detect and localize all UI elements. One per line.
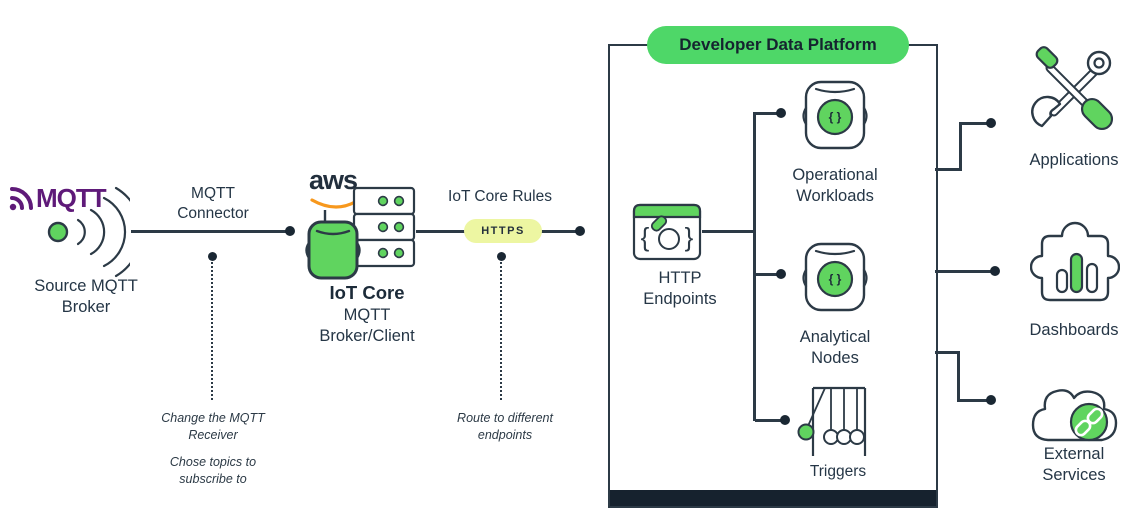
dashboards-connector-dot [990, 266, 1000, 276]
iot-core-title: IoT Core [329, 282, 405, 303]
mqtt-logo: MQTT [8, 183, 107, 214]
branch-operational-dot [776, 108, 786, 118]
platform-footer-bar [610, 490, 936, 506]
analytical-nodes-label: Analytical Nodes [799, 328, 871, 368]
platform-box [608, 44, 938, 508]
operational-workloads-icon: { } [802, 80, 868, 150]
applications-connector-dot [986, 118, 996, 128]
external-services-label: External Services [1042, 445, 1106, 485]
external-connector-dot [986, 395, 996, 405]
dashboards-icon [1030, 221, 1120, 302]
applications-connector-seg3 [959, 122, 990, 125]
branch-operational-line [755, 112, 781, 115]
platform-trunk-line [753, 112, 756, 421]
http-endpoints-label: HTTP Endpoints [643, 269, 717, 309]
applications-tools-icon [1031, 46, 1114, 131]
dashboards-connector-line [935, 270, 993, 273]
mqtt-connector-label: MQTT Connector [177, 185, 249, 223]
node-braces-glyph: { } [829, 272, 842, 286]
applications-connector-seg2 [959, 122, 962, 170]
iot-core-cube-icon [305, 210, 361, 280]
note-route-endpoints: Route to different endpoints [457, 411, 553, 442]
operational-workloads-label: Operational Workloads [792, 166, 878, 206]
dashboards-label: Dashboards [1029, 321, 1119, 339]
mqtt-signal-icon [9, 186, 33, 210]
connector-note-dotted-line [211, 262, 213, 400]
http-endpoints-icon: { } [632, 203, 702, 261]
branch-triggers-line [755, 419, 785, 422]
external-services-cloud-icon [1031, 389, 1118, 442]
iot-core-rules-label: IoT Core Rules [448, 188, 552, 205]
brace-right-glyph: } [685, 222, 694, 252]
platform-title-pill: Developer Data Platform [647, 26, 909, 64]
connector-endpoint-dot [285, 226, 295, 236]
triggers-newtons-cradle-icon [797, 386, 867, 456]
note-change-receiver: Change the MQTT Receiver [161, 411, 265, 442]
external-connector-seg3 [957, 399, 990, 402]
source-broker-label: Source MQTT Broker [34, 277, 138, 317]
iot-core-subtitle: MQTT Broker/Client [319, 306, 415, 346]
connector-note-dot [208, 252, 217, 261]
branch-triggers-dot [780, 415, 790, 425]
mqtt-logo-text: MQTT [36, 183, 107, 213]
server-rack-icon [352, 186, 416, 268]
note-chose-topics: Chose topics to subscribe to [169, 455, 257, 486]
applications-label: Applications [1029, 151, 1119, 169]
http-to-trunk-line [702, 230, 754, 233]
rules-note-dotted-line [500, 262, 502, 400]
https-badge: HTTPS [464, 219, 542, 243]
brace-left-glyph: { [641, 222, 650, 252]
aws-logo-text: aws [309, 165, 358, 195]
external-connector-seg2 [957, 351, 960, 401]
applications-connector-seg1 [935, 168, 962, 171]
node-braces-glyph: { } [829, 110, 842, 124]
connector-line [131, 230, 291, 233]
external-connector-seg1 [935, 351, 960, 354]
branch-analytical-line [755, 273, 781, 276]
analytical-nodes-icon: { } [802, 242, 868, 312]
rules-endpoint-dot [575, 226, 585, 236]
mqtt-broadcast-icon [47, 186, 130, 278]
triggers-label: Triggers [809, 463, 867, 480]
rules-note-dot [497, 252, 506, 261]
branch-analytical-dot [776, 269, 786, 279]
